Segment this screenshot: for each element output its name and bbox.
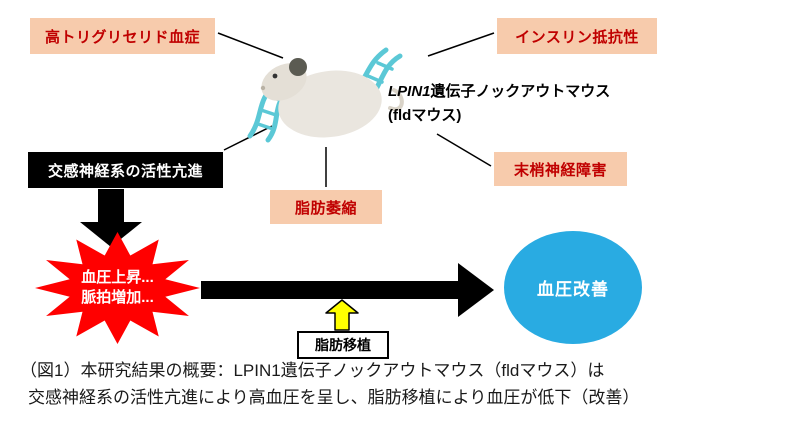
node-sympathetic-activation-label: 交感神経系の活性亢進: [47, 162, 203, 180]
mouse-label-line1: LPIN1遺伝子ノックアウトマウス: [388, 80, 658, 101]
mouse-body-icon: [260, 58, 404, 138]
caption-line1: （図1）本研究結果の概要：LPIN1遺伝子ノックアウトマウス（fldマウス）は: [20, 361, 605, 380]
fat-transplant-up-arrow-icon: [325, 299, 359, 331]
line-peripheral-neuropathy: [436, 133, 492, 167]
right-arrow-head: [458, 263, 494, 317]
starburst-line2: 脈拍増加...: [81, 289, 154, 306]
node-hypertriglyceridemia: 高トリグリセリド血症: [30, 18, 215, 54]
node-insulin-resistance-label: インスリン抵抗性: [515, 28, 639, 46]
right-arrow-shaft: [201, 281, 458, 299]
node-peripheral-neuropathy: 末梢神経障害: [494, 152, 627, 186]
node-lipoatrophy: 脂肪萎縮: [270, 190, 382, 224]
mouse-dna-icon: [247, 47, 404, 143]
line-insulin-resistance: [427, 32, 495, 57]
down-arrow-head: [80, 222, 142, 247]
node-sympathetic-activation: 交感神経系の活性亢進: [28, 152, 223, 188]
mouse-label-rest: 遺伝子ノックアウトマウス: [430, 83, 611, 100]
hypertension-starburst: 血圧上昇... 脈拍増加...: [35, 232, 200, 344]
improvement-circle: 血圧改善: [504, 231, 642, 344]
mouse-label: LPIN1遺伝子ノックアウトマウス (fldマウス): [388, 80, 658, 125]
down-arrow-shaft: [98, 189, 124, 223]
improvement-label: 血圧改善: [537, 280, 609, 299]
node-hypertriglyceridemia-label: 高トリグリセリド血症: [44, 28, 200, 46]
fat-transplant-box: 脂肪移植: [297, 331, 389, 359]
caption-line2: 交感神経系の活性亢進により高血圧を呈し、脂肪移植により血圧が低下（改善）: [28, 388, 640, 407]
node-lipoatrophy-label: 脂肪萎縮: [294, 199, 357, 217]
node-peripheral-neuropathy-label: 末梢神経障害: [513, 161, 607, 179]
figure-caption: （図1）本研究結果の概要：LPIN1遺伝子ノックアウトマウス（fldマウス）は …: [20, 357, 790, 411]
gene-name: LPIN1: [388, 83, 431, 100]
mouse-label-line2: (fldマウス): [388, 107, 462, 124]
mouse-illustration: [238, 38, 410, 150]
node-insulin-resistance: インスリン抵抗性: [497, 18, 657, 54]
fat-transplant-label: 脂肪移植: [315, 337, 371, 353]
starburst-line1: 血圧上昇...: [81, 269, 154, 286]
